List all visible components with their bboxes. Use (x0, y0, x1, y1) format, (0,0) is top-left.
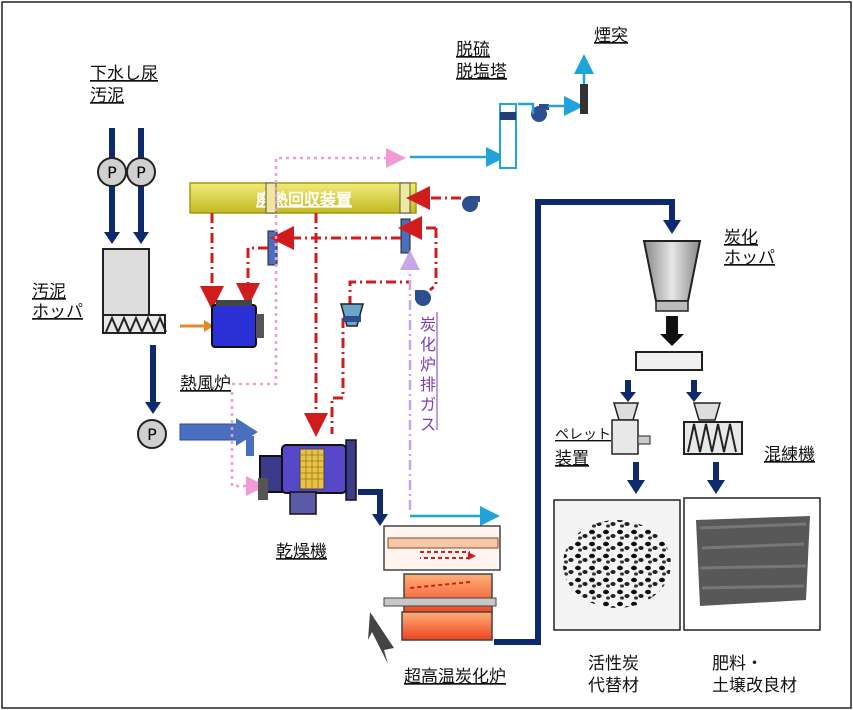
fan-middle-icon (415, 290, 431, 306)
hopper-down-arrow (660, 316, 684, 346)
distribution-arrows (620, 380, 702, 402)
svg-text:P: P (147, 425, 157, 444)
pump-to-dryer-arrow (179, 418, 258, 446)
label-dryer: 乾燥機 (276, 542, 327, 562)
fan-desulfurization-icon (531, 104, 549, 122)
pump-3-icon: P (137, 419, 167, 449)
pellet-device (611, 402, 651, 455)
hopper-to-pump-line (145, 345, 161, 414)
label-carbonization-furnace: 超高温炭化炉 (404, 667, 506, 687)
pump-1-icon: P (97, 157, 127, 187)
label-sewage-sludge-line1: 下水し尿 (90, 64, 158, 84)
pump-2-icon: P (126, 157, 156, 187)
desulfurization-tower (499, 103, 517, 169)
label-fertilizer-line1: 肥料・ (712, 654, 763, 674)
waste-heat-recovery-label: 廃熱回収装置 (256, 190, 352, 209)
label-activated-carbon-line1: 活性炭 (588, 654, 639, 674)
label-carbide-hopper-line2: ホッパ (724, 248, 775, 268)
label-kneader: 混練機 (764, 445, 815, 465)
carbide-hopper (642, 240, 702, 312)
carbonization-furnace-unit (368, 525, 501, 664)
dryer-to-furnace-line (358, 489, 388, 526)
heat-exchanger-2 (400, 218, 411, 254)
sludge-hopper (102, 248, 167, 335)
hot-air-furnace-unit (180, 300, 264, 348)
svg-text:P: P (136, 163, 146, 182)
svg-text:ガ: ガ (420, 395, 436, 414)
svg-text:ス: ス (420, 415, 436, 434)
kneader-device (683, 402, 743, 455)
pink-air-lines (230, 148, 406, 496)
furnace-to-hopper-line (494, 199, 681, 645)
svg-text:P: P (107, 163, 117, 182)
label-desulfurization-line2: 脱塩塔 (456, 62, 507, 82)
label-carbide-hopper-line1: 炭化 (724, 228, 758, 248)
product-arrows (627, 462, 725, 494)
dryer-unit (246, 436, 357, 515)
svg-text:炉: 炉 (420, 355, 436, 374)
additive-hopper (340, 303, 364, 327)
svg-text:排: 排 (420, 375, 436, 394)
fan-top-icon (462, 196, 480, 212)
fertilizer-image (683, 497, 821, 631)
label-sludge-hopper-line1: 汚泥 (32, 282, 66, 302)
label-chimney: 煙突 (594, 26, 628, 46)
label-activated-carbon-line2: 代替材 (588, 676, 639, 696)
label-sludge-hopper-line2: ホッパ (32, 302, 83, 322)
label-hot-air-furnace: 熱風炉 (180, 374, 231, 394)
label-exhaust-gas: 炭 化 炉 排 ガ ス (420, 312, 438, 434)
activated-carbon-image (553, 499, 681, 631)
label-pellet-device-line2: 装置 (555, 449, 589, 469)
label-desulfurization-line1: 脱硫 (456, 40, 490, 60)
label-pellet-device-line1: ペレット (555, 427, 611, 443)
label-fertilizer-line2: 土壌改良材 (712, 676, 797, 696)
svg-text:化: 化 (420, 335, 436, 354)
chimney (580, 84, 588, 114)
svg-text:炭: 炭 (420, 315, 436, 334)
waste-heat-recovery-unit: 廃熱回収装置 (189, 182, 417, 214)
label-sewage-sludge-line2: 汚泥 (90, 86, 124, 106)
hot-gas-lines (200, 186, 461, 437)
distribution-unit (635, 351, 703, 371)
